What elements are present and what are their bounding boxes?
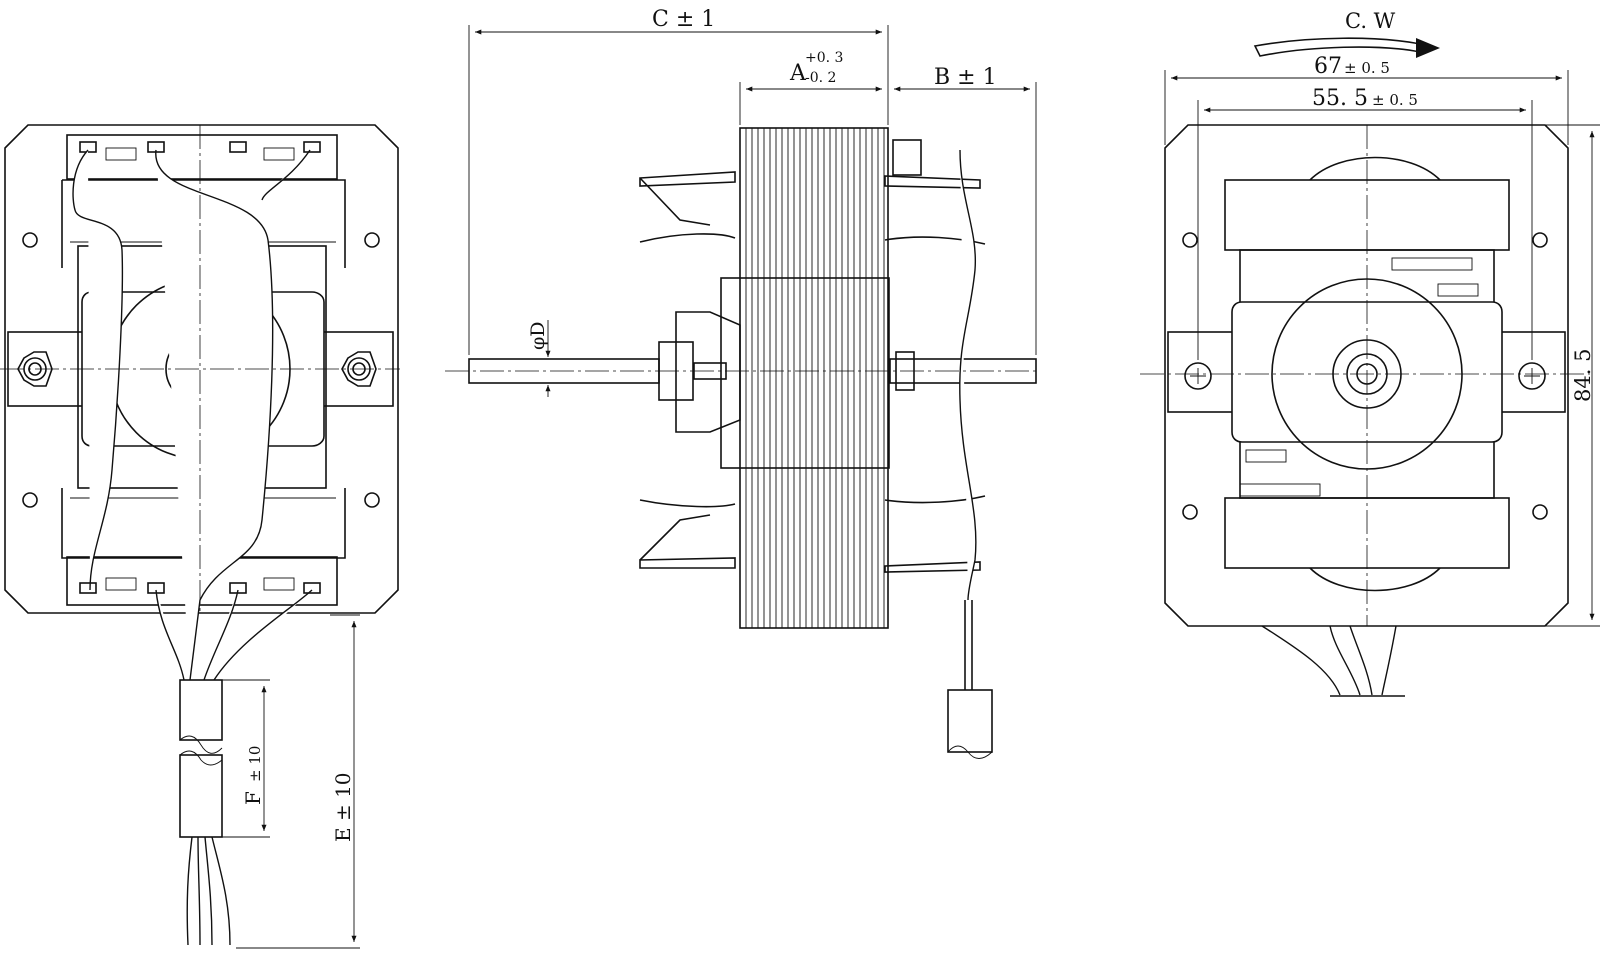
dim-84-label: 84. 5 <box>1571 349 1595 402</box>
mounting-hole <box>22 232 38 248</box>
dim-d-label: φD <box>527 321 549 350</box>
mounting-plate <box>4 124 399 614</box>
dim-f-label: F <box>241 791 265 805</box>
mounting-hole <box>364 232 380 248</box>
side-cable <box>947 689 993 753</box>
hex-nut-left <box>17 351 53 387</box>
dim-c-label: C ± 1 <box>652 7 715 32</box>
dim-f-tol: ± 10 <box>246 746 264 782</box>
side-view: C ± 1 A +0. 3 -0. 2 B ± 1 φD <box>445 7 1040 759</box>
screw-right <box>1518 362 1546 390</box>
rear-view: C. W 67 ± 0. 5 55. 5 ± 0. 5 84. 5 <box>1140 9 1600 697</box>
mounting-hole <box>364 492 380 508</box>
lamination-lines <box>745 128 885 628</box>
upper-bracket <box>61 179 346 268</box>
dim-55-label: 55. 5 <box>1312 86 1368 111</box>
lead-wires <box>72 149 313 681</box>
dim-67-tol: ± 0. 5 <box>1344 59 1390 77</box>
dim-a-tol-upper: +0. 3 <box>805 50 843 66</box>
hex-nut-right <box>341 351 377 387</box>
dim-b-label: B ± 1 <box>934 65 997 90</box>
dim-67-label: 67 <box>1314 54 1342 79</box>
dim-55-tol: ± 0. 5 <box>1372 91 1418 109</box>
dim-a-tol-lower: -0. 2 <box>805 70 836 86</box>
front-view: F ± 10 E ± 10 <box>0 124 400 949</box>
mounting-hole <box>22 492 38 508</box>
screw-left <box>1184 362 1212 390</box>
dim-e-label: E ± 10 <box>331 772 355 842</box>
terminal-strip-top <box>66 134 338 180</box>
dim-a-label: A <box>789 61 807 86</box>
cable-sheath <box>179 679 223 741</box>
rotation-label: C. W <box>1345 9 1396 33</box>
